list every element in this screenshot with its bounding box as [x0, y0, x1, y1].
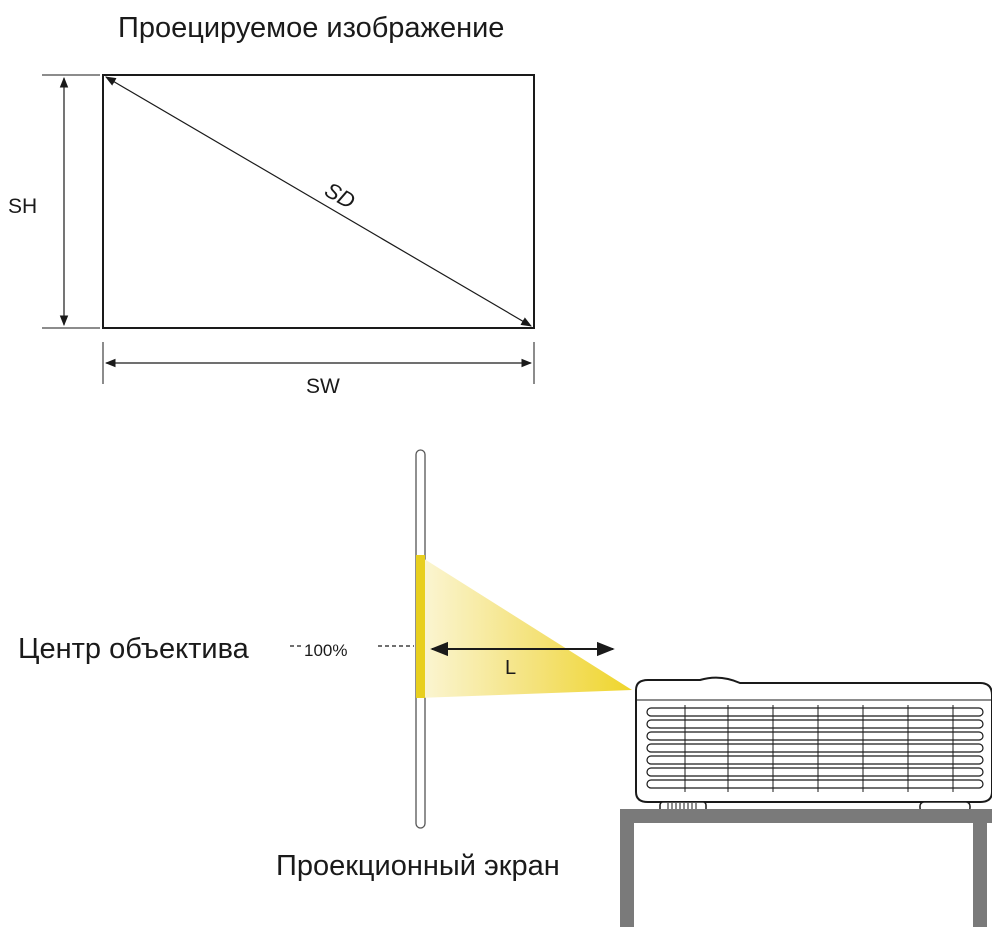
throw-distance-label: L	[505, 657, 517, 679]
table-opening	[640, 830, 973, 927]
offset-percent-label: 100%	[304, 641, 348, 660]
projected-image-on-screen	[416, 555, 425, 698]
projector	[635, 676, 992, 813]
lens-center-label: Центр объектива	[18, 633, 249, 665]
screen-height-label: SH	[8, 195, 38, 218]
diagonal-dimension-line	[105, 76, 532, 327]
light-beam	[418, 555, 632, 698]
table-left-leg	[620, 809, 992, 927]
projected-image-frame	[102, 74, 535, 329]
projector-vent-grille	[646, 707, 984, 789]
projection-screen-label: Проекционный экран	[276, 850, 560, 882]
diagram-title: Проецируемое изображение	[118, 12, 505, 44]
screen-width-label: SW	[306, 375, 340, 398]
